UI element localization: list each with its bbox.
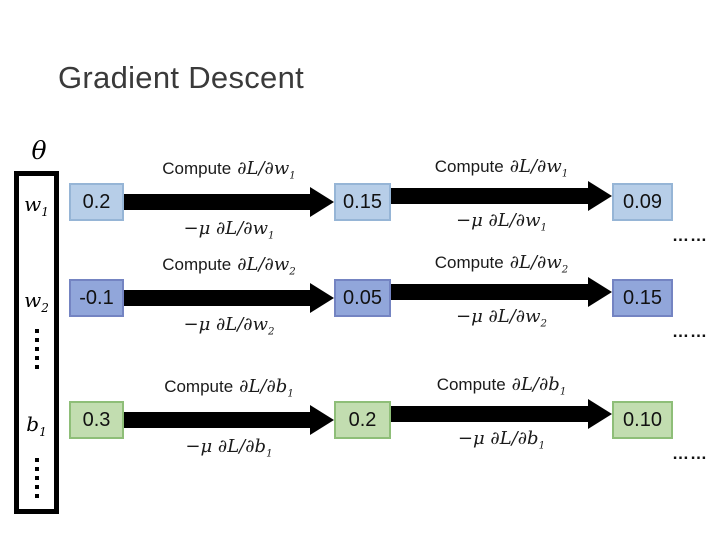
vertical-ellipsis-icon — [19, 458, 54, 498]
compute-gradient-label: Compute∂L/∂w1 — [162, 158, 296, 182]
compute-gradient-label: Compute∂L/∂w2 — [162, 254, 296, 278]
horizontal-ellipsis: …… — [672, 226, 708, 245]
param-b1-label: b1 — [26, 412, 47, 439]
horizontal-ellipsis: …… — [672, 444, 708, 463]
arrow-right-icon — [391, 181, 612, 211]
horizontal-ellipsis: …… — [672, 322, 708, 341]
arrow-right-icon — [124, 283, 334, 313]
arrow-right-icon — [391, 277, 612, 307]
arrow-right-icon — [124, 405, 334, 435]
update-rule-label: −μ ∂L/∂w1 — [455, 210, 548, 234]
arrow-right-icon — [124, 187, 334, 217]
value-box-w2-mid: 0.05 — [334, 279, 391, 317]
value-box-w1-start: 0.2 — [69, 183, 124, 221]
theta-label: θ — [31, 136, 47, 165]
value-box-b1-start: 0.3 — [69, 401, 124, 439]
value-box-w1-end: 0.09 — [612, 183, 673, 221]
value-box-b1-mid: 0.2 — [334, 401, 391, 439]
update-rule-label: −μ ∂L/∂b1 — [457, 428, 546, 452]
value-box-w2-end: 0.15 — [612, 279, 673, 317]
param-w2-label: w2 — [24, 288, 49, 315]
value-box-w1-mid: 0.15 — [334, 183, 391, 221]
arrow-right-icon — [391, 399, 612, 429]
update-rule-label: −μ ∂L/∂w2 — [455, 306, 548, 330]
slide-title: Gradient Descent — [58, 60, 305, 95]
compute-gradient-label: Compute∂L/∂w2 — [434, 252, 569, 276]
parameter-vector-box: w1 w2 b1 — [14, 171, 59, 514]
update-rule-label: −μ ∂L/∂b1 — [185, 436, 273, 460]
compute-gradient-label: Compute∂L/∂w1 — [434, 156, 569, 180]
update-rule-label: −μ ∂L/∂w2 — [183, 314, 275, 338]
param-w1-label: w1 — [24, 192, 49, 219]
update-rule-label: −μ ∂L/∂w1 — [183, 218, 275, 242]
compute-gradient-label: Compute∂L/∂b1 — [436, 374, 567, 398]
compute-gradient-label: Compute∂L/∂b1 — [164, 376, 294, 400]
value-box-w2-start: -0.1 — [69, 279, 124, 317]
value-box-b1-end: 0.10 — [612, 401, 673, 439]
vertical-ellipsis-icon — [19, 329, 54, 369]
